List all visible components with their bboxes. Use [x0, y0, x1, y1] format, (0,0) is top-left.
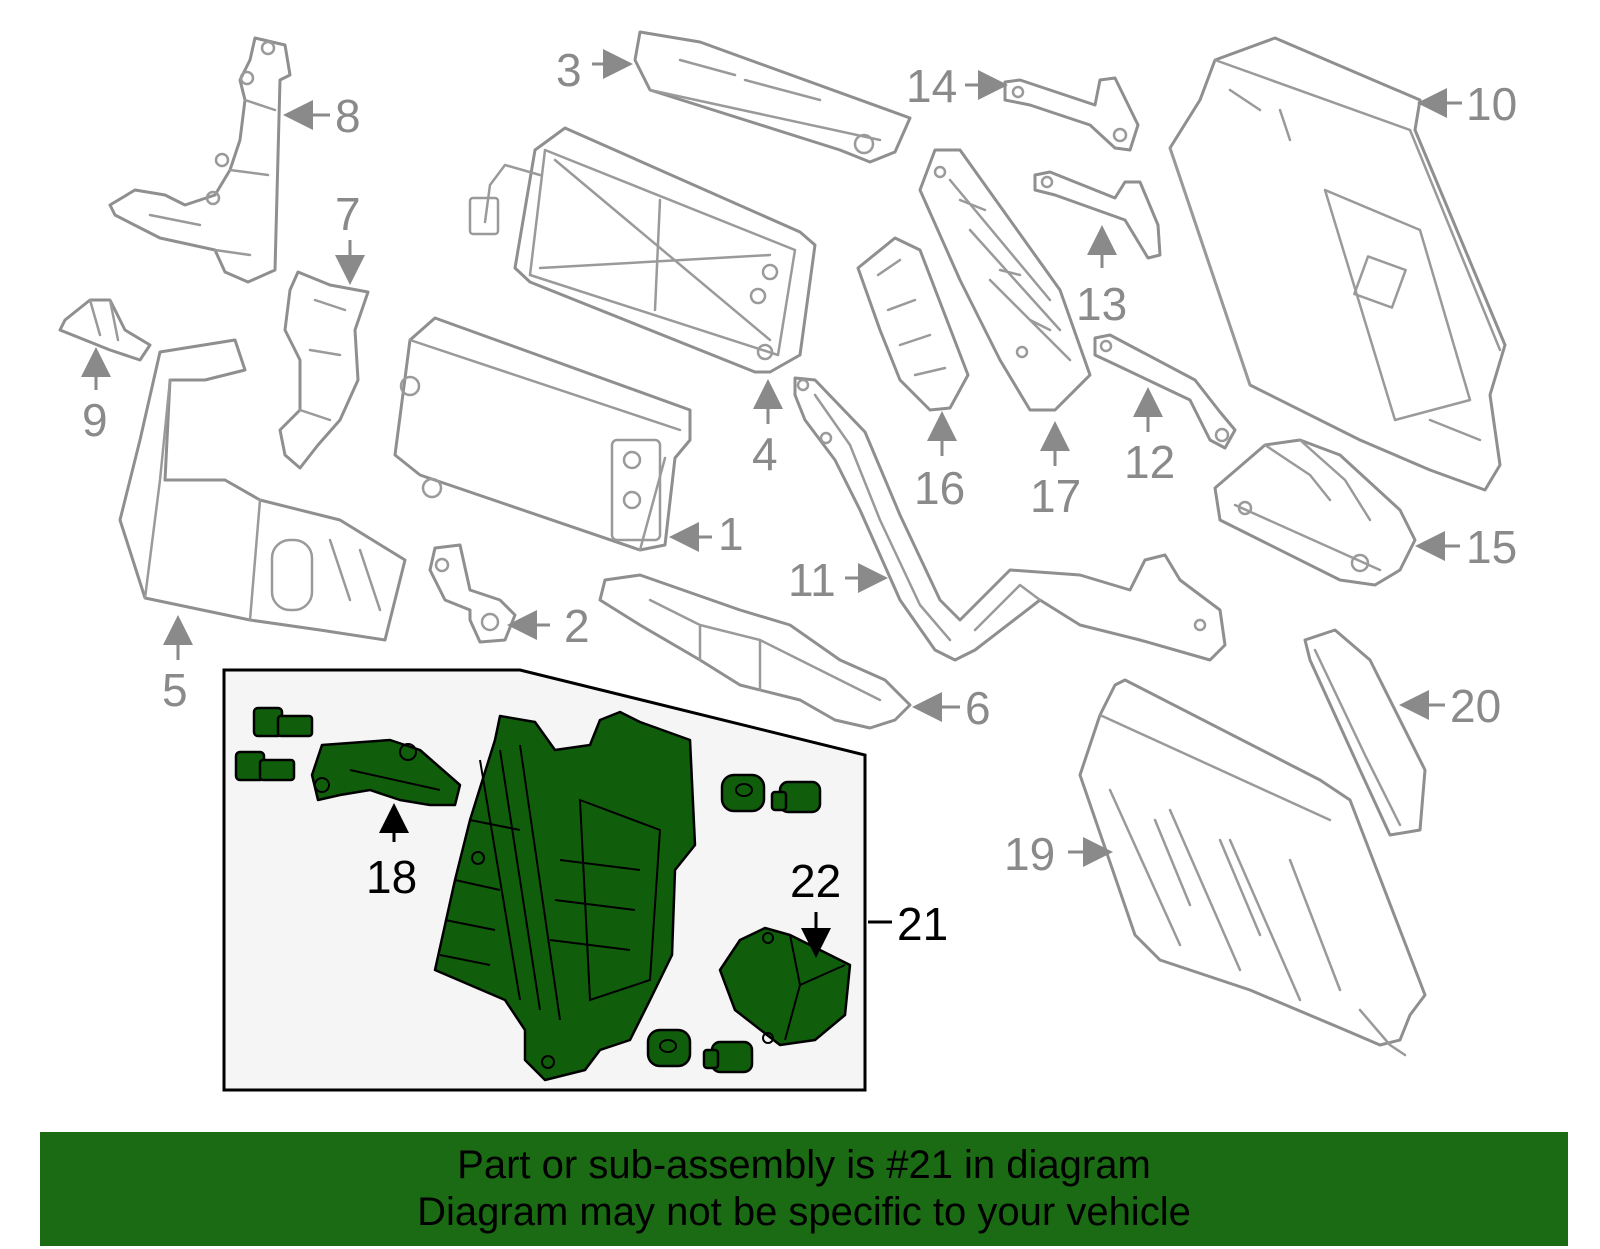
part-1-box — [393, 316, 692, 552]
part-14-bracket — [1003, 76, 1140, 152]
part-3-module — [633, 30, 912, 164]
callout-7: 7 — [335, 188, 361, 240]
part-13-bracket — [1033, 170, 1162, 260]
clip-lower — [702, 1040, 754, 1074]
callout-3: 3 — [556, 44, 582, 96]
callout-14: 14 — [906, 60, 957, 112]
part-11-bracket — [793, 376, 1227, 662]
bolt-lower — [234, 750, 296, 782]
part-10-module — [1168, 36, 1507, 492]
callout-6: 6 — [965, 682, 991, 734]
banner-line-2: Diagram may not be specific to your vehi… — [417, 1190, 1191, 1234]
part-18-bracket — [310, 738, 462, 807]
part-19-cover — [1078, 678, 1427, 1057]
part-17-board — [918, 148, 1092, 412]
callout-16: 16 — [914, 462, 965, 514]
callout-9: 9 — [82, 394, 108, 446]
callout-20: 20 — [1450, 680, 1501, 732]
fuse-box-main — [433, 710, 697, 1082]
callout-13: 13 — [1076, 278, 1127, 330]
part-7-connector — [278, 270, 370, 470]
callout-11: 11 — [788, 554, 836, 606]
part-16-bracket — [856, 236, 970, 412]
grommet-upper — [720, 773, 766, 813]
part-15-bracket — [1213, 438, 1417, 587]
callout-21: 21 — [897, 898, 948, 950]
callout-1: 1 — [718, 508, 744, 560]
part-9-clip — [58, 298, 152, 362]
part-2-bracket — [428, 543, 517, 644]
bolt-upper — [252, 706, 314, 738]
info-banner: Part or sub-assembly is #21 in diagram D… — [40, 1132, 1568, 1246]
callout-15: 15 — [1466, 521, 1517, 573]
callout-18: 18 — [366, 851, 417, 903]
callout-arrows — [81, 49, 1462, 867]
part-6-bracket — [598, 573, 912, 730]
part-20-strip — [1303, 628, 1427, 837]
callout-17: 17 — [1030, 470, 1081, 522]
callout-22: 22 — [790, 855, 841, 907]
banner-line-1: Part or sub-assembly is #21 in diagram — [457, 1143, 1151, 1187]
callout-2: 2 — [564, 600, 590, 652]
callout-arrows-dark — [379, 803, 892, 958]
callout-19: 19 — [1004, 828, 1055, 880]
callout-5: 5 — [162, 664, 188, 716]
part-5-bracket — [118, 338, 407, 642]
callout-12: 12 — [1124, 436, 1175, 488]
callout-4: 4 — [752, 428, 778, 480]
part-8-bracket — [108, 36, 292, 284]
callout-10: 10 — [1466, 78, 1517, 130]
part-12-bracket — [1093, 333, 1237, 450]
grommet-lower — [646, 1028, 692, 1068]
part-4-cover — [468, 126, 817, 374]
callout-8: 8 — [335, 90, 361, 142]
clip-upper — [770, 780, 822, 814]
